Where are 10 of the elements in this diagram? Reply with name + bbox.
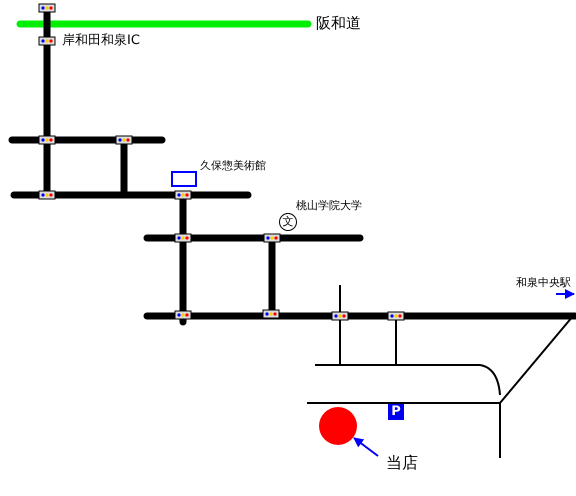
shop-label: 当店 xyxy=(386,455,420,475)
map-label: 岸和田和泉IC xyxy=(62,34,140,47)
parking-sign: P xyxy=(388,404,404,420)
leader-arrow xyxy=(353,437,379,457)
map-label: 久保惣美術館 xyxy=(200,160,266,171)
school-symbol: 文 xyxy=(279,213,297,231)
shop-marker xyxy=(319,407,357,445)
map-label: 桃山学院大学 xyxy=(296,200,362,211)
map-label: 阪和道 xyxy=(316,16,361,31)
map-label: 和泉中央駅 xyxy=(516,277,571,288)
